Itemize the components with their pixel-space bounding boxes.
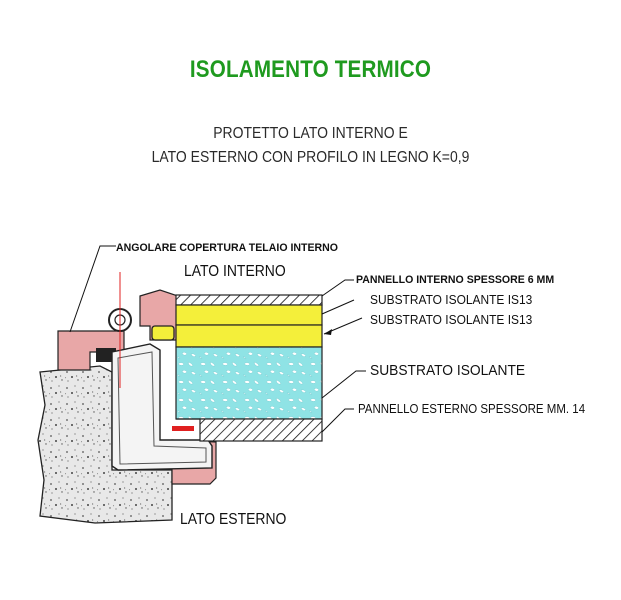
- insulation-is13-bottom: [175, 324, 323, 348]
- label-substrato-isolante: SUBSTRATO ISOLANTE: [370, 363, 525, 380]
- label-pannello-interno: PANNELLO INTERNO SPESSORE 6 MM: [356, 274, 554, 286]
- leader-pannello-interno: [321, 279, 354, 297]
- insulation-foam: [175, 346, 323, 420]
- concrete-wall: [37, 365, 173, 524]
- insulation-is13-top: [175, 304, 323, 326]
- red-seal: [172, 426, 194, 431]
- outer-panel-hatched: [199, 418, 323, 442]
- metal-frame: [111, 343, 213, 471]
- subtitle-line-1: PROTETTO LATO INTERNO E: [213, 125, 408, 142]
- leader-angolare: [69, 245, 116, 333]
- subtitle-line-2: LATO ESTERNO CON PROFILO IN LEGNO K=0,9: [151, 149, 470, 166]
- label-substrato-is13-b: SUBSTRATO ISOLANTE IS13: [370, 313, 532, 328]
- label-angolare: ANGOLARE COPERTURA TELAIO INTERNO: [116, 242, 338, 254]
- gasket-black: [96, 348, 116, 362]
- label-substrato-is13-a: SUBSTRATO ISOLANTE IS13: [370, 293, 532, 308]
- leader-pannello-esterno: [321, 408, 354, 433]
- label-lato-esterno: LATO ESTERNO: [180, 511, 286, 528]
- label-pannello-esterno: PANNELLO ESTERNO SPESSORE MM. 14: [358, 402, 585, 417]
- diagram-title: ISOLAMENTO TERMICO: [189, 56, 432, 83]
- leader-is13-a: [321, 299, 355, 315]
- label-lato-interno: LATO INTERNO: [184, 263, 286, 280]
- leader-isolante: [321, 370, 366, 399]
- inner-panel-hatched: [175, 294, 323, 306]
- hinge-detail: [151, 325, 175, 341]
